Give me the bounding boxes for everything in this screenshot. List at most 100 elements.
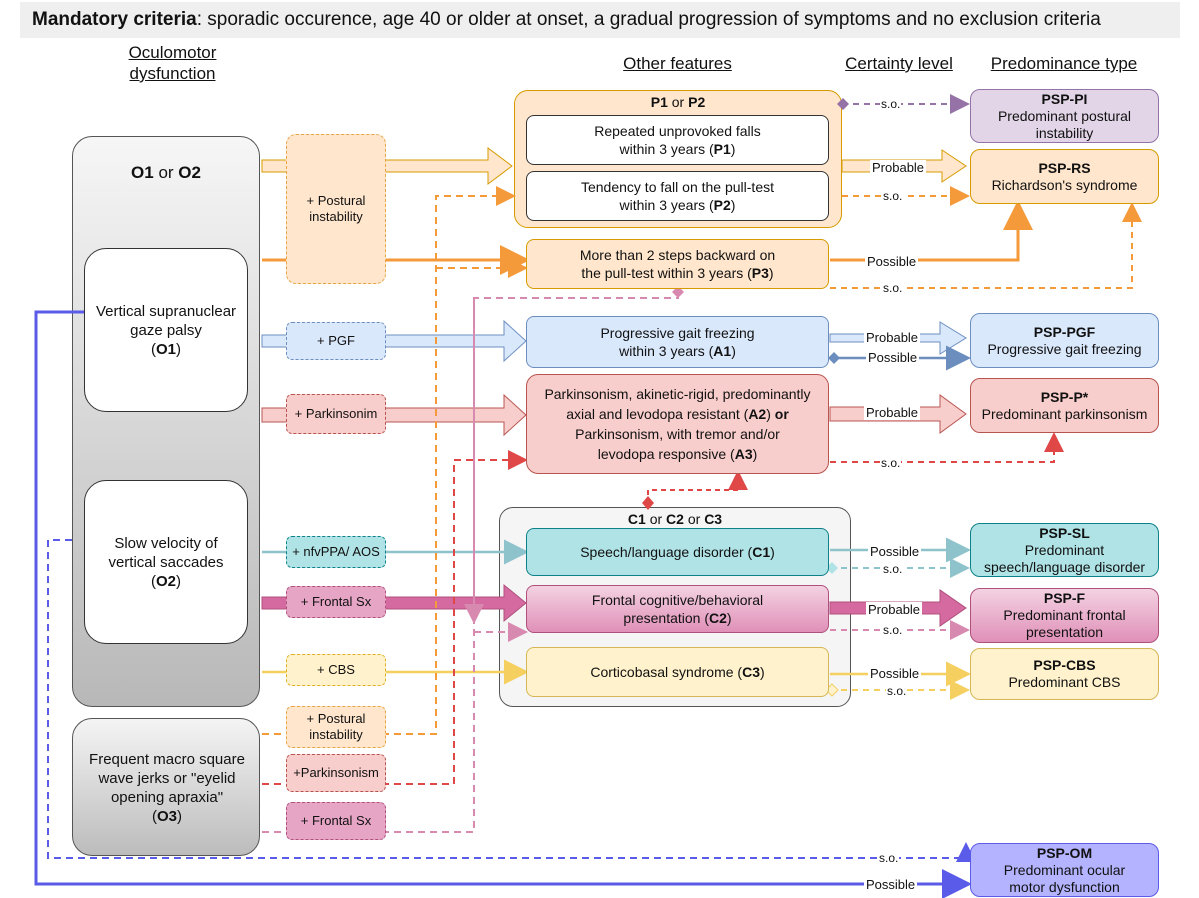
connector-postural-label: + Postural instability: [306, 193, 366, 224]
psp-f-box: PSP-F Predominant frontal presentation: [970, 588, 1159, 643]
c1-text: Speech/language disorder (: [580, 543, 753, 560]
o1-code: O1: [155, 340, 176, 358]
psp-cbs-desc: Predominant CBS: [1008, 674, 1121, 690]
connector-frontal-2: + Frontal Sx: [286, 802, 386, 840]
probable-rs: Probable: [870, 160, 927, 175]
diamond-p3-pink: [672, 286, 684, 298]
p3-code: P3: [751, 265, 769, 281]
probable-pgf: Probable: [864, 330, 921, 345]
so-p: s.o.: [880, 456, 902, 470]
psp-f-title: PSP-F: [1043, 590, 1086, 606]
p2-line2: within 3 years (: [619, 197, 714, 213]
so-rs-2: s.o.: [882, 281, 904, 295]
probable-f: Probable: [866, 602, 923, 617]
c-group-or-1: or: [645, 511, 667, 527]
a1-close: ): [731, 343, 736, 359]
group-code-o2: O2: [178, 163, 201, 182]
mandatory-criteria-banner: Mandatory criteria: sporadic occurence, …: [20, 2, 1180, 38]
o2-code: O2: [155, 572, 176, 590]
dash-so-om: [47, 539, 976, 862]
psp-pi-box: PSP-PI Predominant postural instability: [970, 89, 1159, 143]
o2-box: Slow velocity of vertical saccades (O2): [84, 480, 248, 644]
o1-text: Vertical supranuclear gaze palsy: [95, 302, 237, 339]
a2-code: A2: [748, 406, 767, 422]
connector-cbs: + CBS: [286, 654, 386, 686]
p3-line1: More than 2 steps backward on: [579, 247, 776, 263]
connector-frontal-label: + Frontal Sx: [300, 594, 372, 609]
a3-close: ): [752, 446, 758, 462]
possible-rs: Possible: [865, 254, 919, 269]
c1-close: ): [770, 543, 775, 560]
p1-close: ): [730, 141, 736, 157]
a1-line2: within 3 years (: [619, 343, 714, 359]
dash-so-p: [830, 432, 1064, 463]
psp-rs-desc: Richardson's syndrome: [991, 176, 1138, 193]
dash-so-rs2: [830, 202, 1142, 289]
a2-close: ): [766, 406, 771, 422]
o3-text: Frequent macro square wave jerks or "eye…: [89, 751, 245, 806]
p2-code: P2: [713, 197, 731, 213]
connector-postural-2-label: + Postural instability: [306, 711, 366, 742]
p3-line2: the pull-test within 3 years (: [581, 265, 752, 281]
possible-om: Possible: [864, 877, 918, 892]
connector-nfvppa: + nfvPPA/ AOS: [286, 536, 386, 568]
line-possible-rs: [830, 200, 1033, 262]
o3-content: Frequent macro square wave jerks or "eye…: [74, 728, 260, 848]
p3-box: More than 2 steps backward on the pull-t…: [526, 239, 829, 289]
dash-c-to-p: [647, 470, 748, 504]
c2-close: ): [726, 610, 732, 626]
header-oculomotor: Oculomotor dysfunction: [128, 43, 217, 83]
banner-bold: Mandatory criteria: [32, 9, 197, 30]
header-other-features: Other features: [623, 54, 732, 73]
p-group-or: or: [667, 94, 689, 110]
a2-a3-box: Parkinsonism, akinetic-rigid, predominan…: [526, 374, 829, 474]
c-group-code-c1: C1: [627, 511, 646, 527]
p2-box: Tendency to fall on the pull-test within…: [526, 171, 829, 221]
psp-f-desc: Predominant frontal presentation: [1003, 607, 1126, 640]
p2-close: ): [730, 197, 736, 213]
group-o1-o2-label: O1 or O2: [72, 160, 260, 186]
a3-line1: Parkinsonism, with tremor and/or: [575, 426, 780, 442]
connector-frontal-2-label: + Frontal Sx: [300, 813, 372, 828]
so-sl: s.o.: [882, 562, 904, 576]
psp-om-desc: Predominant ocular motor dysfunction: [1003, 861, 1126, 895]
psp-rs-title: PSP-RS: [1038, 159, 1091, 176]
psp-om-box: PSP-OM Predominant ocular motor dysfunct…: [970, 843, 1159, 897]
diamond-pgf: [828, 352, 840, 364]
o2-text: Slow velocity of vertical saccades: [108, 534, 224, 571]
psp-sl-desc1: Predominant: [1024, 541, 1105, 558]
psp-p-title: PSP-P*: [1040, 388, 1089, 405]
o1-box: Vertical supranuclear gaze palsy (O1): [84, 248, 248, 412]
c1-code: C1: [752, 543, 771, 560]
p-group-label: P1 or P2: [514, 92, 842, 112]
p2-line1: Tendency to fall on the pull-test: [580, 179, 774, 195]
psp-p-box: PSP-P* Predominant parkinsonism: [970, 378, 1159, 433]
a1-code: A1: [713, 343, 732, 359]
p-group-code-p2: P2: [688, 94, 706, 110]
connector-parkinsonim: + Parkinsonim: [286, 394, 386, 434]
o3-code: O3: [156, 808, 177, 825]
group-or: or: [153, 163, 179, 182]
psp-pi-title: PSP-PI: [1041, 90, 1088, 107]
so-rs: s.o.: [882, 189, 904, 203]
p1-box: Repeated unprovoked falls within 3 years…: [526, 115, 829, 165]
psp-rs-box: PSP-RS Richardson's syndrome: [970, 149, 1159, 204]
a1-box: Progressive gait freezing within 3 years…: [526, 316, 829, 368]
diamond-c-red: [642, 496, 654, 510]
c3-box: Corticobasal syndrome (C3): [526, 647, 829, 697]
c-group-label: C1 or C2 or C3: [499, 510, 851, 528]
connector-postural-2: + Postural instability: [286, 706, 386, 748]
c-group-or-2: or: [683, 511, 705, 527]
line-possible-om: [34, 310, 972, 898]
psp-pgf-title: PSP-PGF: [1033, 323, 1096, 340]
so-f: s.o.: [882, 623, 904, 637]
connector-pgf-label: + PGF: [317, 333, 355, 348]
psp-om-title: PSP-OM: [1036, 844, 1093, 861]
c2-box: Frontal cognitive/behavioral presentatio…: [526, 585, 829, 633]
banner-text: : sporadic occurence, age 40 or older at…: [196, 9, 1101, 30]
a3-line2: levodopa responsive (: [597, 446, 735, 462]
header-certainty: Certainty level: [845, 54, 953, 73]
probable-p: Probable: [864, 405, 921, 420]
p1-code: P1: [713, 141, 731, 157]
